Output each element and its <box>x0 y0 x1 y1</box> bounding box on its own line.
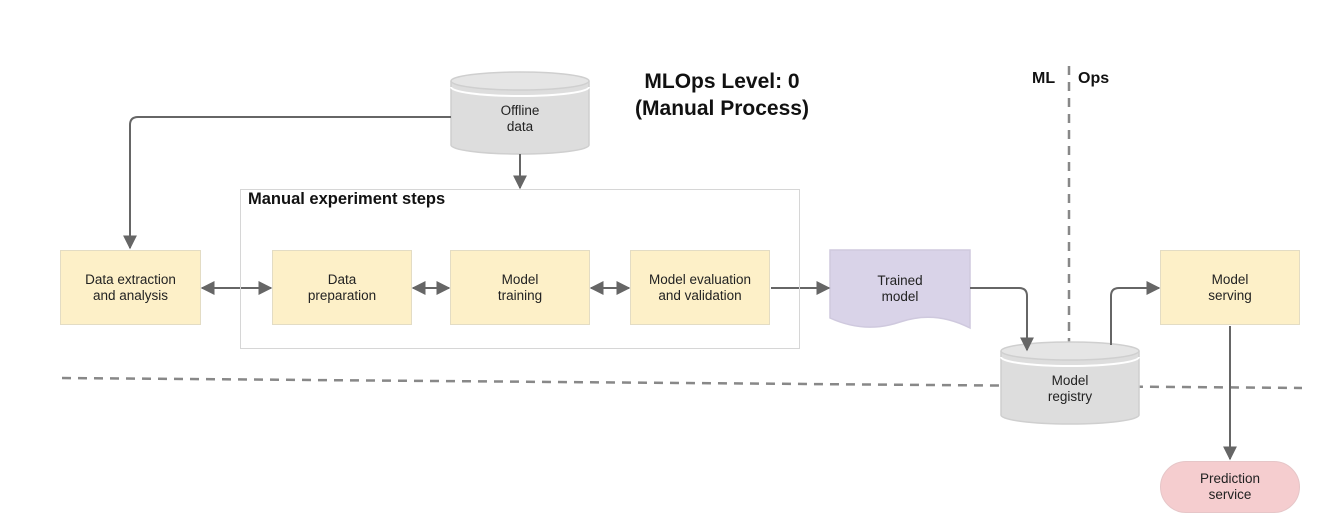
model-evaluation-node: Model evaluation and validation <box>630 250 770 325</box>
offline-data-cylinder <box>450 71 590 155</box>
prediction-service-node: Prediction service <box>1160 461 1300 513</box>
lane-label-ml: ML <box>1032 70 1056 87</box>
model-serving-node: Model serving <box>1160 250 1300 325</box>
data-preparation-label: Data preparation <box>307 271 377 303</box>
trained-model-label: Trained model <box>877 273 923 304</box>
data-preparation-node: Data preparation <box>272 250 412 325</box>
prediction-service-label: Prediction service <box>1199 471 1261 502</box>
model-registry-cylinder <box>1000 341 1140 425</box>
model-serving-label: Model serving <box>1208 271 1252 303</box>
model-training-label: Model training <box>497 271 543 303</box>
trained-model-document <box>829 249 971 330</box>
diagram-title-line-2: (Manual Process) <box>635 97 809 120</box>
manual-experiment-group-title: Manual experiment steps <box>248 190 446 208</box>
data-extraction-node: Data extraction and analysis <box>60 250 201 325</box>
arrow-offline-to-extraction <box>123 116 451 250</box>
manual-experiment-group <box>240 189 800 349</box>
arrow-trained-model-to-registry <box>970 287 1034 352</box>
arrow-registry-to-serving <box>1110 281 1161 345</box>
diagram-title-line-1: MLOps Level: 0 <box>644 70 800 93</box>
model-registry-label: Model registry <box>1047 373 1093 404</box>
model-evaluation-label: Model evaluation and validation <box>648 271 752 303</box>
lane-label-ops: Ops <box>1078 70 1110 87</box>
diagram-title: MLOps Level: 0 (Manual Process) <box>600 68 844 122</box>
model-training-node: Model training <box>450 250 590 325</box>
data-extraction-label: Data extraction and analysis <box>85 271 176 303</box>
offline-data-label: Offline data <box>500 103 540 134</box>
